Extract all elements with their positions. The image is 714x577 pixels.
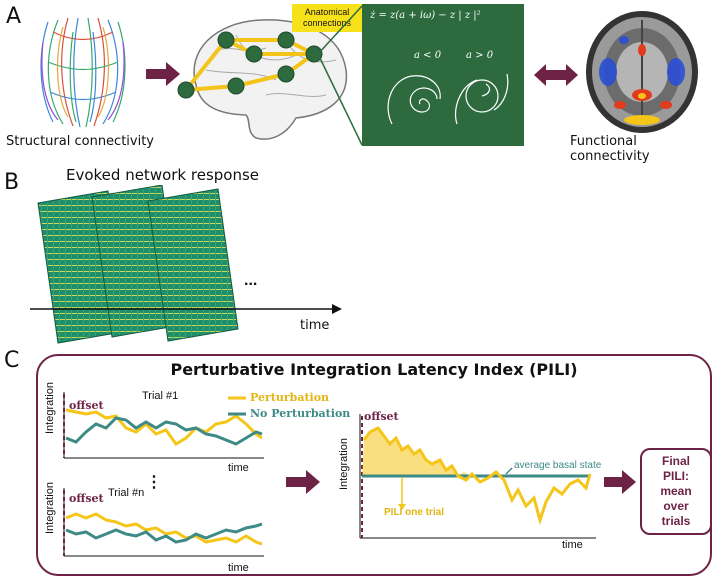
legend-no-perturbation: No Perturbation [250,407,351,420]
arrow-right-icon [286,470,320,494]
trial1-xlabel: time [228,462,249,474]
trialn-ylabel: Integration [44,482,56,534]
anatomical-label-line2: connections [302,18,352,28]
tractography-image [40,17,126,128]
evoked-matrices-stack [30,185,342,344]
arrow-right-icon [146,62,180,86]
trial1-ylabel: Integration [44,382,56,434]
final-pili-line3: trials [661,514,691,528]
pili-plot [359,414,596,539]
pili-ylabel: Integration [338,438,350,490]
arrow-right-icon [604,470,636,494]
panel-letter-c: C [4,348,20,373]
trialn-xlabel: time [228,562,249,574]
functional-caption: Functional connectivity [570,134,650,164]
trial1-label: Trial #1 [142,390,179,402]
regime-left-label: a < 0 [414,50,442,61]
trial1-plot [63,392,264,459]
panel-letter-a: A [6,4,22,29]
panel-b-ellipsis: ... [244,272,258,289]
final-pili-line2: mean over [660,484,692,513]
trial1-offset-label: offset [69,399,104,412]
phase-portraits [387,73,509,125]
basal-state-label: average basal state [514,460,602,471]
panel-b-title: Evoked network response [66,166,260,184]
trials-ellipsis: ⋮ [146,474,162,491]
final-pili-line1: Final PILI: [661,454,690,483]
anatomical-label-line1: Anatomical [304,7,350,17]
trialn-plot [63,488,264,557]
brain-network-diagram [177,19,348,140]
pili-title: Perturbative Integration Latency Index (… [170,360,578,379]
zoom-connector-lines [318,5,363,146]
pili-one-trial-label: PILI one trial [384,507,445,518]
legend-swatches [228,396,246,416]
panel-letter-b: B [4,170,20,195]
pili-xlabel: time [562,539,583,551]
pili-offset-label: offset [364,410,399,423]
regime-right-label: a > 0 [466,50,494,61]
double-arrow-icon [534,64,578,86]
fmri-brain-image [586,11,698,133]
trialn-label: Trial #n [108,487,145,499]
panel-b-time-label: time [300,318,330,333]
final-pili-box: Final PILI: mean over trials [640,448,712,535]
trialn-offset-label: offset [69,492,104,505]
hopf-model-box: ż = z(a + iω) − z | z |² a < 0 a > 0 [362,4,524,146]
legend-perturbation: Perturbation [250,391,330,404]
hopf-equation: ż = z(a + iω) − z | z |² [370,10,481,21]
structural-caption: Structural connectivity [6,134,155,149]
